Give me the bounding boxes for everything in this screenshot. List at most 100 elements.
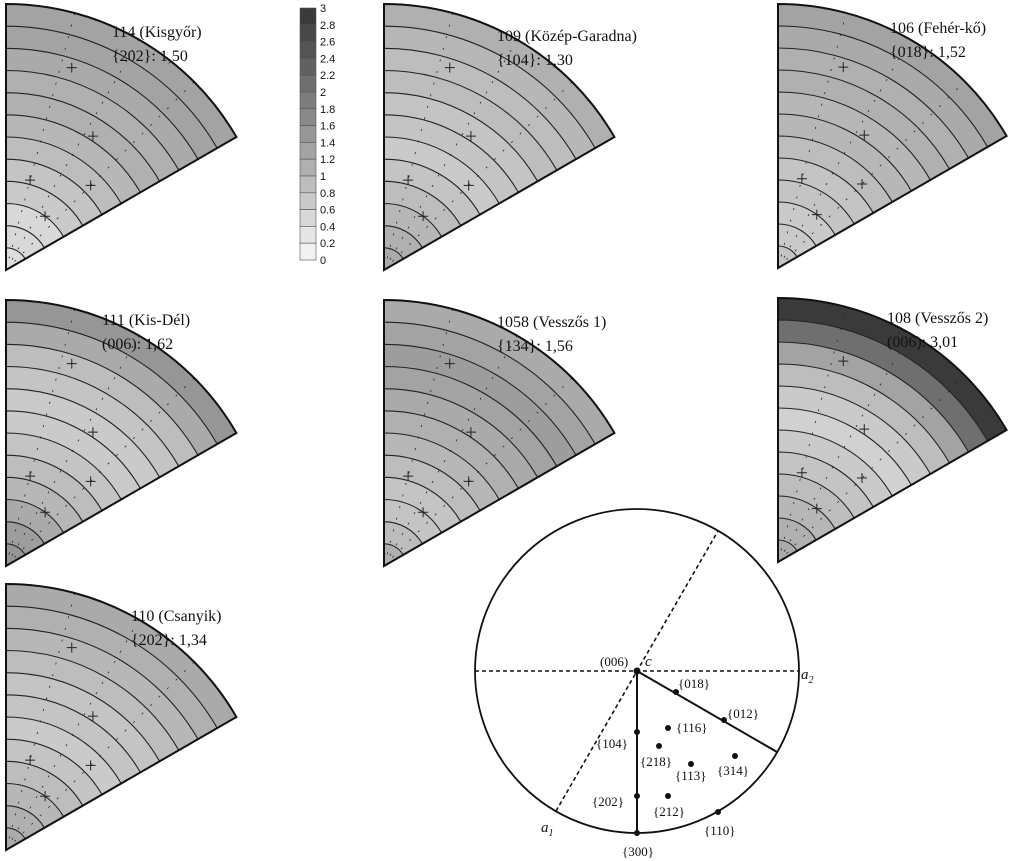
panel-114: 114 (Kisgyőr) {202}: 1,50 (5, 2, 238, 272)
key-pole-dot (665, 793, 671, 799)
panel-111: 111 (Kis-Dél) (006): 1,62 (5, 298, 238, 568)
contour-guide (777, 81, 965, 269)
grid-node-marker (857, 178, 868, 189)
color-scale-tick: 0.8 (320, 188, 335, 200)
key-pole-label: {113} (675, 768, 707, 783)
panel-108: 108 (Vesszős 2) (006): 3,01 (777, 296, 1008, 564)
key-pole-label: {116} (676, 720, 708, 735)
grid-node-marker (418, 507, 429, 518)
grid-node-marker (444, 62, 455, 73)
color-scale-swatch (299, 108, 317, 126)
panel-plane-110: {202} (131, 632, 170, 649)
grid-node-marker (838, 356, 849, 367)
panel-title-1058: 1058 (Vesszős 1) (497, 314, 606, 331)
grid-node-marker (25, 175, 36, 186)
inverse-pole-figure-109 (383, 2, 616, 272)
panel-plane-111: (006) (102, 336, 137, 353)
color-scale-swatch (299, 142, 317, 160)
grid-node-marker (418, 211, 429, 222)
color-scale-swatch (299, 175, 317, 194)
key-pole-dot (634, 793, 640, 799)
contour-guide (5, 308, 76, 567)
inverse-pole-figure-110 (5, 582, 238, 852)
sector-outline (777, 2, 1008, 270)
panel-title-111: 111 (Kis-Dél) (102, 312, 190, 329)
grid-node-marker (465, 427, 476, 438)
grid-node-marker (403, 471, 414, 482)
color-scale-tick: 2.4 (320, 53, 335, 65)
contour-guide (5, 335, 140, 567)
grid-node-marker (859, 424, 870, 435)
grid-node-marker (403, 175, 414, 186)
panel-plane-106: {018} (890, 44, 929, 61)
contour-guide (383, 39, 518, 271)
key-pole-label: {012} (727, 706, 759, 721)
color-scale-tick: 2.8 (320, 20, 335, 32)
color-scale-tick: 0.6 (320, 205, 335, 217)
key-pole-dot (665, 725, 671, 731)
inverse-pole-figure-106 (777, 2, 1008, 270)
contour-guide (5, 592, 76, 851)
key-pole-dot (688, 761, 694, 767)
key-pole-label: {202} (592, 794, 624, 809)
color-scale-tick: 1.4 (320, 137, 335, 149)
panel-maxval-111: 1,62 (145, 336, 173, 353)
key-pole-dot (715, 809, 721, 815)
contour-guide (383, 81, 573, 271)
color-scale-tick: 1 (320, 171, 326, 183)
grid-node-marker (87, 711, 98, 722)
key-pole-label: {314} (717, 763, 749, 778)
panel-106: 106 (Fehér-kő) {018}: 1,52 (777, 2, 1008, 270)
color-scale: 32.82.62.42.221.81.61.41.210.80.60.40.20 (299, 3, 335, 267)
color-scale-swatch (299, 74, 317, 93)
key-pole-label: {212} (653, 804, 685, 819)
color-scale-swatch (299, 158, 317, 177)
grid-node-marker (85, 476, 96, 487)
contour-guide (5, 81, 195, 271)
panel-max-106: {018}: 1,52 (890, 44, 966, 61)
a2-axis-label: a2 (801, 667, 814, 686)
panel-max-114: {202}: 1,50 (112, 48, 188, 65)
panel-110: 110 (Csanyik) {202}: 1,34 (5, 582, 238, 852)
key-pole-label: {018} (678, 676, 710, 691)
c-axis-label: c (645, 654, 652, 670)
panel-maxval-1058: 1,56 (545, 338, 573, 355)
panel-maxval-108: 3,01 (930, 334, 958, 351)
color-scale-swatches (299, 7, 317, 261)
color-scale-tick-labels: 32.82.62.42.221.81.61.41.210.80.60.40.20 (320, 3, 335, 267)
contour-guide (5, 39, 140, 271)
color-scale-swatch (299, 24, 317, 42)
panel-plane-1058: {134} (497, 338, 536, 355)
grid-node-marker (465, 131, 476, 142)
grid-node-marker (463, 180, 474, 191)
panel-maxval-110: 1,34 (179, 632, 207, 649)
grid-node-marker (87, 131, 98, 142)
grid-node-marker (444, 358, 455, 369)
sector-outline (777, 296, 1008, 564)
panel-plane-109: {104} (497, 52, 536, 69)
grid-node-marker (85, 180, 96, 191)
grid-node-marker (838, 62, 849, 73)
inverse-pole-figure-114 (5, 2, 238, 272)
panel-max-110: {202}: 1,34 (131, 632, 207, 649)
color-scale-swatch (299, 125, 317, 143)
grid-node-marker (859, 130, 870, 141)
grid-node-marker (40, 507, 51, 518)
grid-node-marker (85, 760, 96, 771)
sector-outline (5, 2, 238, 272)
grid-node-marker (40, 791, 51, 802)
color-scale-tick: 0.2 (320, 238, 335, 250)
contour-guide (383, 12, 454, 271)
key-pole-dot (721, 717, 727, 723)
key-pole-dot (673, 689, 679, 695)
panel-title-106: 106 (Fehér-kő) (890, 20, 986, 37)
key-pole-label: {104} (596, 736, 628, 751)
panel-109: 109 (Közép-Garadna) {104}: 1,30 (383, 2, 637, 272)
contour-guide (383, 308, 454, 567)
a1-axis-label: a1 (541, 820, 554, 839)
panel-title-110: 110 (Csanyik) (131, 608, 222, 625)
panel-title-114: 114 (Kisgyőr) (112, 24, 202, 41)
color-scale-swatch (299, 91, 317, 110)
grid-node-marker (66, 642, 77, 653)
panel-plane-108: (006) (887, 334, 922, 351)
